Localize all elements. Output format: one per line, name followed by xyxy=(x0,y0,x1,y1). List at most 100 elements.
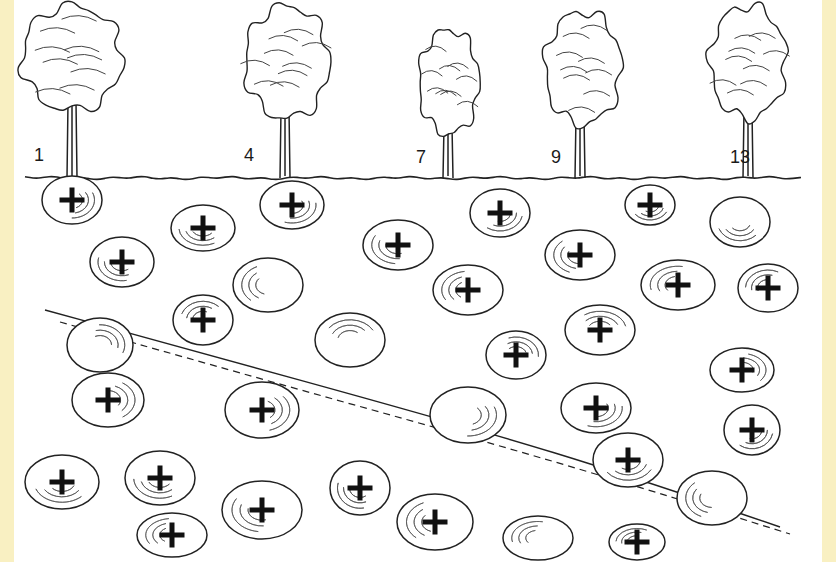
tree-stump xyxy=(593,433,663,487)
tree-stump xyxy=(738,264,798,312)
stump-ring xyxy=(519,526,538,543)
tree-foliage-hatch xyxy=(302,43,331,49)
stump-ring xyxy=(746,270,779,287)
tree-foliage-hatch xyxy=(425,46,446,52)
stump-outline xyxy=(486,331,546,379)
stump-ring xyxy=(748,354,766,381)
tree-foliage-hatch xyxy=(71,69,106,75)
tree-foliage-hatch xyxy=(568,107,595,113)
stump-ring xyxy=(338,331,357,338)
tree-foliage-hatch xyxy=(763,51,790,57)
stump-outline xyxy=(90,237,154,287)
felled-cross xyxy=(590,320,610,340)
stump-outline xyxy=(545,230,615,280)
stump-ring xyxy=(743,358,759,376)
stump-outline xyxy=(677,471,747,525)
stump-outline xyxy=(315,313,385,367)
stump-ring xyxy=(256,279,265,294)
felled-cross xyxy=(162,525,182,545)
tree-stump xyxy=(724,405,780,455)
tree-foliage-hatch xyxy=(240,60,269,66)
tree-stump xyxy=(173,295,233,345)
stump-ring xyxy=(232,499,258,532)
stump-ring xyxy=(99,325,125,353)
stump-ring xyxy=(329,320,373,330)
stump-ring xyxy=(333,325,365,334)
tree-foliage-hatch xyxy=(270,82,299,88)
tree xyxy=(706,2,790,178)
tree-stump xyxy=(710,348,774,392)
tree-foliage-hatch xyxy=(710,80,737,86)
tree-foliage-hatch xyxy=(563,75,590,81)
stump-ring xyxy=(554,241,570,272)
felled-cross xyxy=(112,252,132,272)
tree-stump xyxy=(677,471,747,525)
tree-stump xyxy=(433,265,503,315)
stump-outline xyxy=(363,220,433,270)
stump-ring xyxy=(249,273,259,298)
stump-outline xyxy=(67,318,133,372)
felled-cross xyxy=(742,420,762,440)
stump-outline xyxy=(125,451,195,505)
stump-ring xyxy=(467,407,496,436)
stump-ring xyxy=(473,408,481,424)
stump-outline xyxy=(72,373,144,427)
tree-foliage-hatch xyxy=(583,91,610,97)
tree xyxy=(240,3,331,178)
tree-stump xyxy=(565,305,635,355)
stump-ring xyxy=(442,271,465,300)
stump-ring xyxy=(615,464,646,475)
stump-ring xyxy=(36,489,82,502)
tree-foliage-hatch xyxy=(254,81,283,87)
stump-ring xyxy=(407,503,424,538)
tree-foliage-hatch xyxy=(284,29,313,35)
stump-ring xyxy=(740,434,773,449)
tree-stump xyxy=(430,387,506,443)
stump-ring xyxy=(141,482,172,493)
stump-outline xyxy=(171,205,235,251)
felled-cross xyxy=(458,280,478,300)
stump-ring xyxy=(96,330,118,348)
stump-ring xyxy=(95,336,111,345)
stump-ring xyxy=(584,311,625,326)
stump-ring xyxy=(122,383,135,417)
stump-ring xyxy=(270,396,290,430)
tree-foliage-hatch xyxy=(563,33,590,39)
felled-cross xyxy=(570,245,590,265)
stump-ring xyxy=(508,342,533,354)
tree-stump xyxy=(125,451,195,505)
tree-stump xyxy=(363,220,433,270)
tree-stump xyxy=(67,318,133,372)
tree-stump xyxy=(625,185,675,225)
tree-crown xyxy=(419,30,481,137)
stump-ring xyxy=(719,229,756,241)
stump-outline xyxy=(738,264,798,312)
tree-stump xyxy=(641,260,715,310)
felled-cross xyxy=(732,360,752,380)
tree-stump xyxy=(42,176,102,224)
tree-foliage-hatch xyxy=(282,63,311,69)
tree-stump xyxy=(609,524,665,560)
tree-foliage-hatch xyxy=(578,58,605,64)
felled-cross xyxy=(193,310,213,330)
stump-ring xyxy=(487,216,522,231)
felled-cross xyxy=(668,275,688,295)
stump-ring xyxy=(658,271,678,291)
stump-outline xyxy=(233,258,303,312)
stump-outline xyxy=(430,387,506,443)
stump-ring xyxy=(616,528,647,541)
tree-foliage-hatch xyxy=(749,33,776,39)
tree-foliage-hatch xyxy=(60,85,95,91)
tree-stump xyxy=(561,383,631,433)
stump-outline xyxy=(25,455,99,509)
callout-number: 7 xyxy=(416,148,426,166)
ground-line xyxy=(25,177,801,180)
stump-ring xyxy=(372,235,395,263)
tree-stump xyxy=(90,237,154,287)
stump-ring xyxy=(186,231,214,240)
stump-outline xyxy=(609,524,665,560)
tree-stump xyxy=(470,189,530,237)
tree-crown xyxy=(706,2,789,124)
tree-foliage-hatch xyxy=(447,63,468,69)
